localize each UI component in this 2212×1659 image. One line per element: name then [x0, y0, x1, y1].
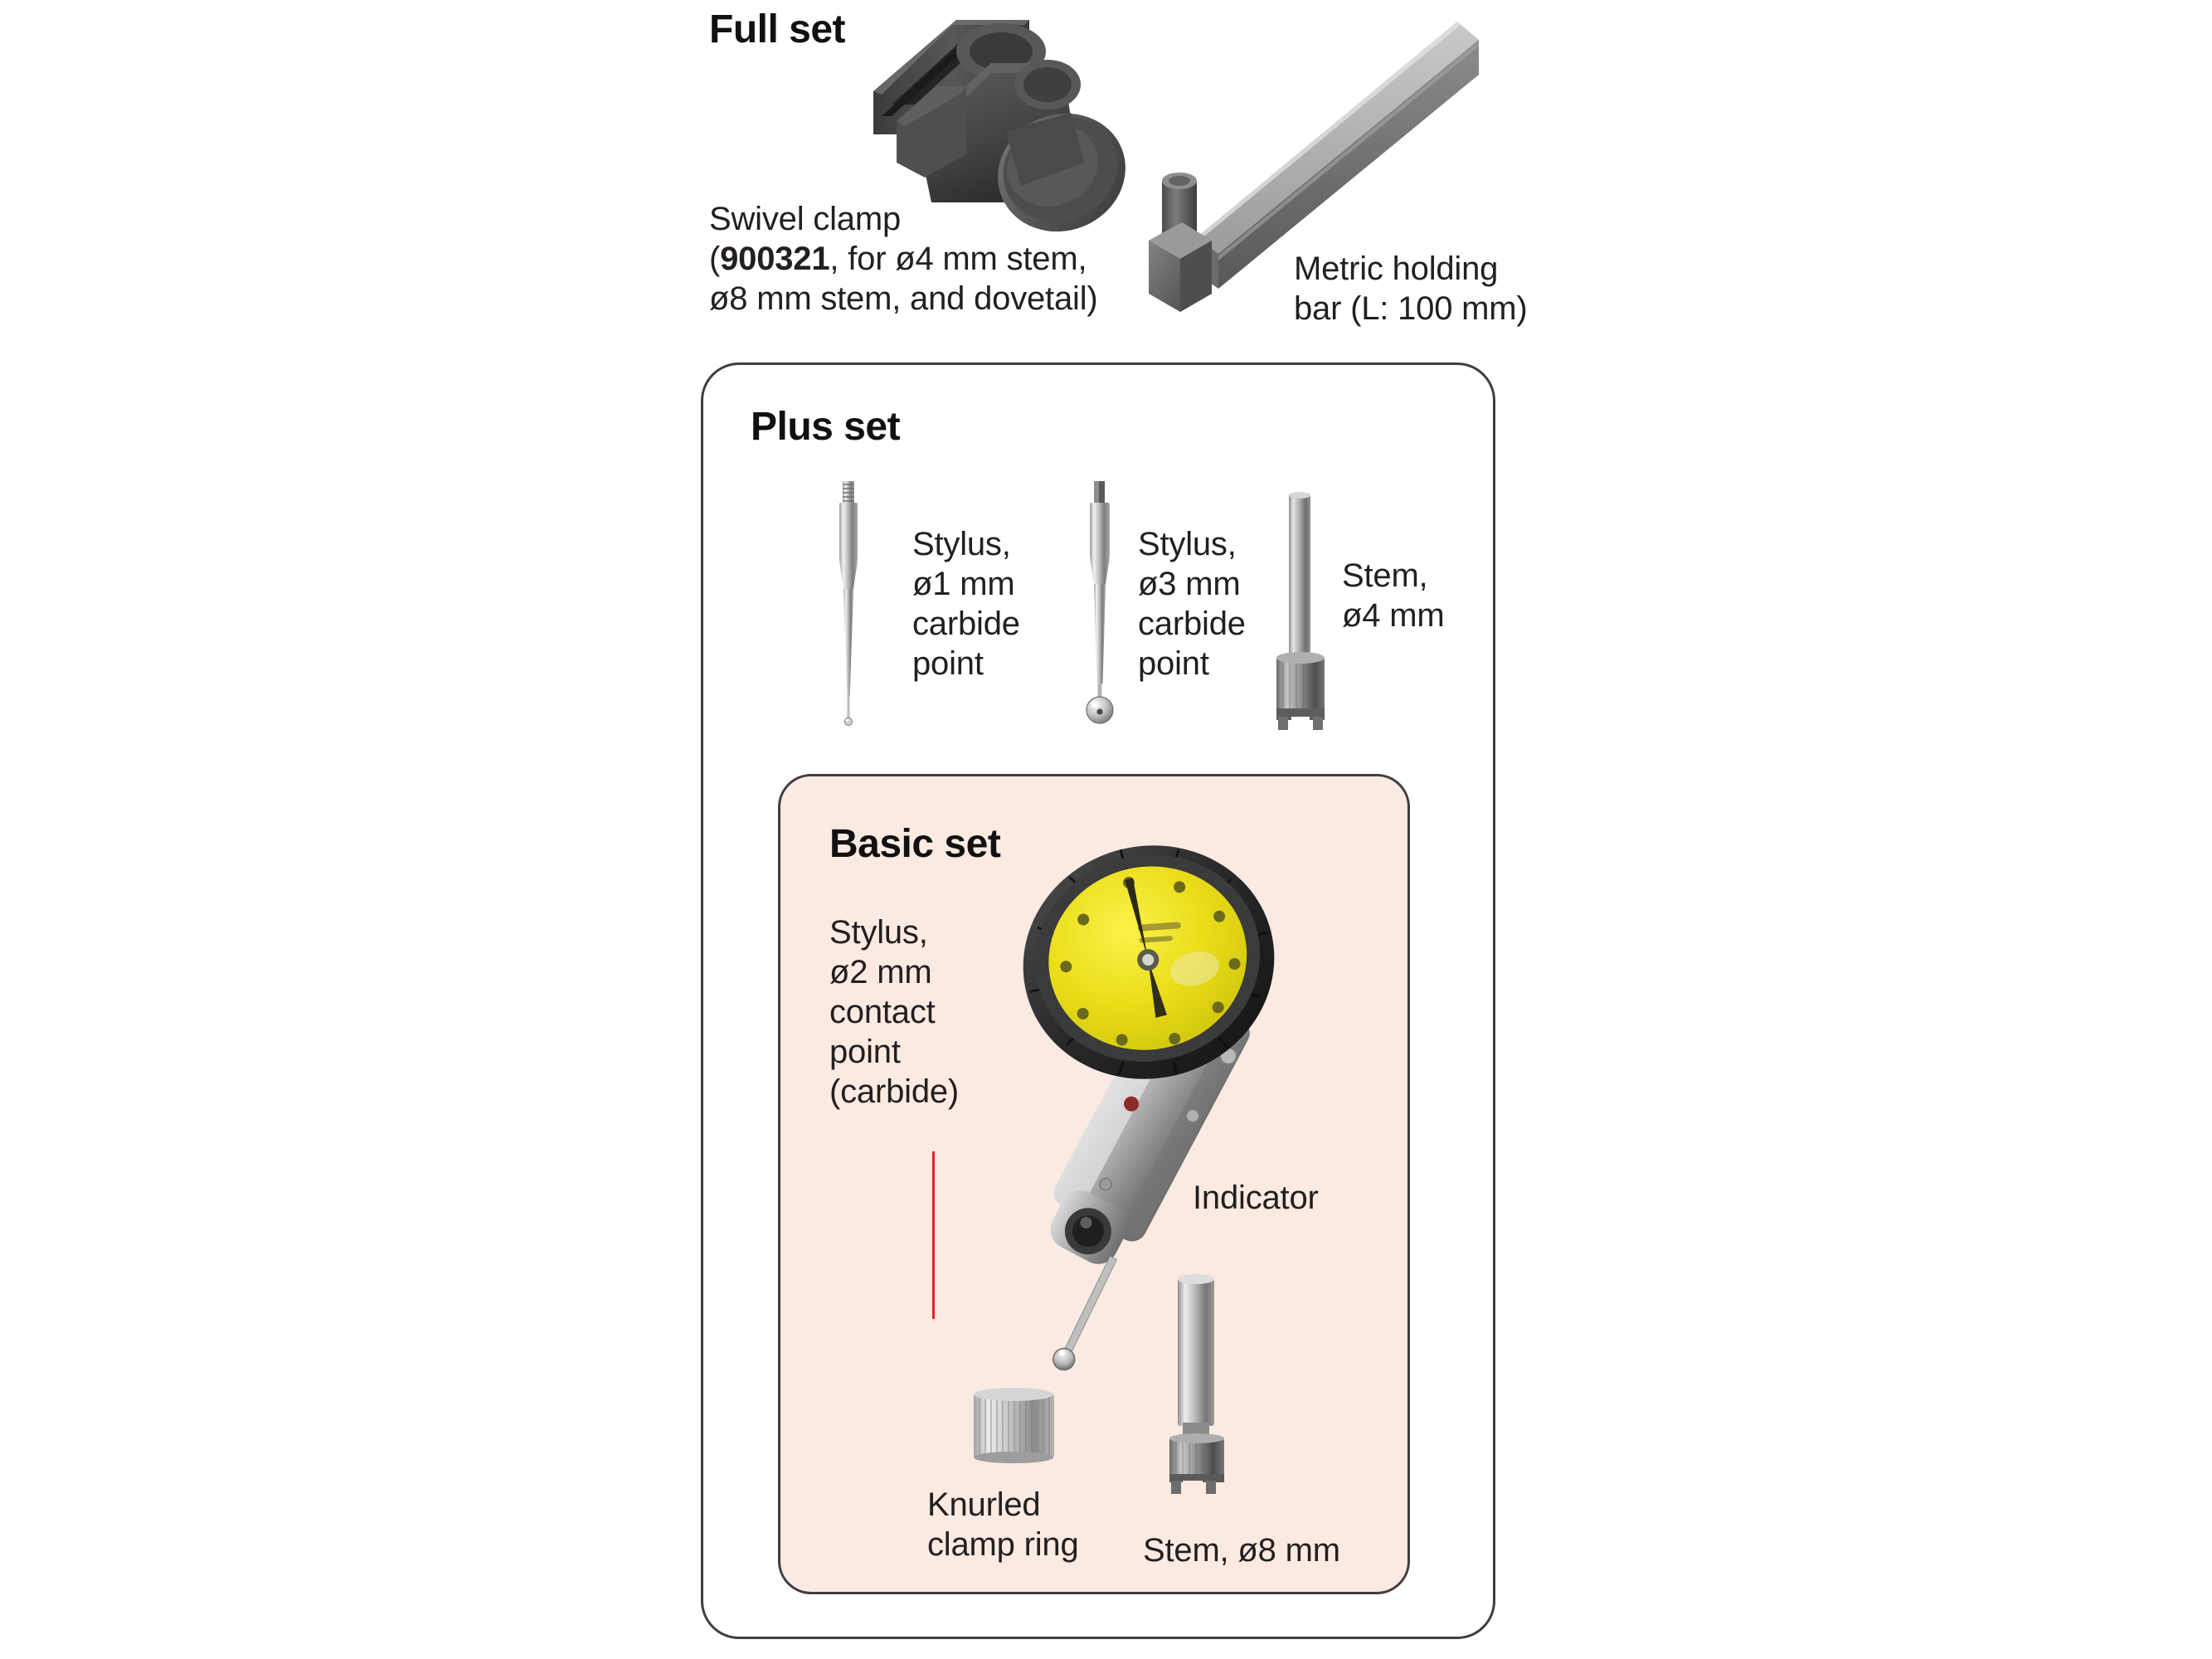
swivel-clamp-part-number: 900321 — [720, 241, 830, 277]
swivel-clamp-image — [867, 15, 1140, 264]
stylus-3mm-label: Stylus, ø3 mm carbide point — [1138, 526, 1246, 682]
stem-4mm-label: Stem, ø4 mm — [1342, 557, 1445, 634]
knurled-clamp-ring-image — [970, 1385, 1057, 1468]
metric-holding-bar-image — [1149, 15, 1480, 322]
stem-4mm-image — [1273, 491, 1331, 732]
swivel-clamp-label-paren-open: ( — [709, 241, 721, 277]
metric-holding-bar-label: Metric holding bar (L: 100 mm) — [1294, 251, 1528, 327]
basic-set-heading: Basic set — [829, 822, 1001, 866]
plus-set-heading: Plus set — [751, 405, 901, 449]
swivel-clamp-label: Swivel clamp (900321, for ø4 mm stem,ø8 m… — [709, 199, 1140, 319]
stem-8mm-label: Stem, ø8 mm — [1143, 1532, 1340, 1569]
stylus-leader-line — [932, 1151, 935, 1319]
full-set-heading: Full set — [709, 7, 846, 51]
knurled-clamp-ring-label: Knurled clamp ring — [927, 1486, 1079, 1563]
swivel-clamp-label-line1: Swivel clamp — [709, 201, 901, 237]
swivel-clamp-label-line3: ø8 mm stem, and dovetail) — [709, 280, 1098, 317]
stylus-1mm-label: Stylus, ø1 mm carbide point — [912, 526, 1020, 682]
stem-8mm-image — [1161, 1273, 1236, 1497]
stylus-1mm-image — [829, 479, 868, 728]
indicator-image — [983, 825, 1331, 1371]
swivel-clamp-label-line2: , for ø4 mm stem, — [829, 241, 1087, 277]
stylus-3mm-image — [1078, 479, 1121, 728]
indicator-label: Indicator — [1193, 1180, 1319, 1216]
stylus-2mm-contact-point-label: Stylus, ø2 mm contact point (carbide) — [829, 914, 960, 1110]
